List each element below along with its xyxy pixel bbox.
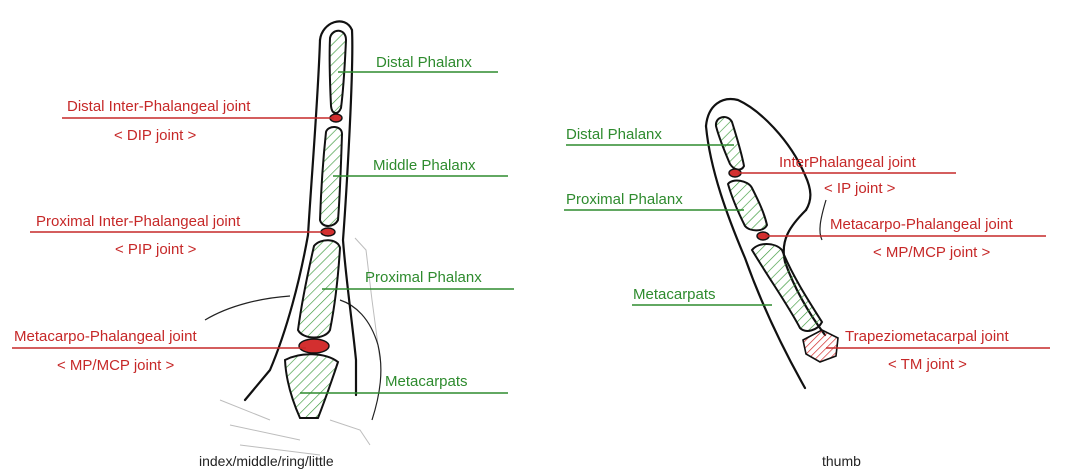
finger-distal-phalanx-label: Distal Phalanx [376, 54, 472, 71]
thumb-tm-name-label: Trapeziometacarpal joint [845, 328, 1010, 345]
thumb-metacarpals-label: Metacarpats [633, 286, 716, 303]
finger-mcp-joint [299, 339, 329, 353]
thumb-distal-phalanx-label: Distal Phalanx [566, 126, 662, 143]
finger-pip-abbr-label: < PIP joint > [115, 241, 197, 258]
thumb-proximal-phalanx-bone [728, 181, 767, 231]
thumb-ip-abbr-label: < IP joint > [824, 180, 896, 197]
thumb-distal-phalanx-bone [716, 117, 744, 170]
thumb-proximal-phalanx-label: Proximal Phalanx [566, 191, 683, 208]
finger-caption: index/middle/ring/little [199, 453, 334, 469]
finger-mcp-name-label: Metacarpo-Phalangeal joint [14, 328, 197, 345]
thumb-metacarpal-bone [752, 244, 822, 331]
finger-metacarpal-bone [285, 354, 338, 418]
finger-pip-name-label: Proximal Inter-Phalangeal joint [36, 213, 241, 230]
thumb-illustration [706, 99, 838, 388]
finger-dip-abbr-label: < DIP joint > [114, 127, 197, 144]
finger-illustration [205, 21, 381, 455]
finger-metacarpals-label: Metacarpats [385, 373, 468, 390]
thumb-tm-abbr-label: < TM joint > [888, 356, 967, 373]
finger-proximal-phalanx-label: Proximal Phalanx [365, 269, 482, 286]
finger-mcp-abbr-label: < MP/MCP joint > [57, 357, 175, 374]
finger-middle-phalanx-label: Middle Phalanx [373, 157, 476, 174]
thumb-ip-name-label: InterPhalangeal joint [779, 154, 917, 171]
finger-dip-name-label: Distal Inter-Phalangeal joint [67, 98, 251, 115]
thumb-mcp-name-label: Metacarpo-Phalangeal joint [830, 216, 1013, 233]
thumb-mcp-abbr-label: < MP/MCP joint > [873, 244, 991, 261]
thumb-caption: thumb [822, 453, 861, 469]
thumb-tm-joint [803, 330, 838, 362]
